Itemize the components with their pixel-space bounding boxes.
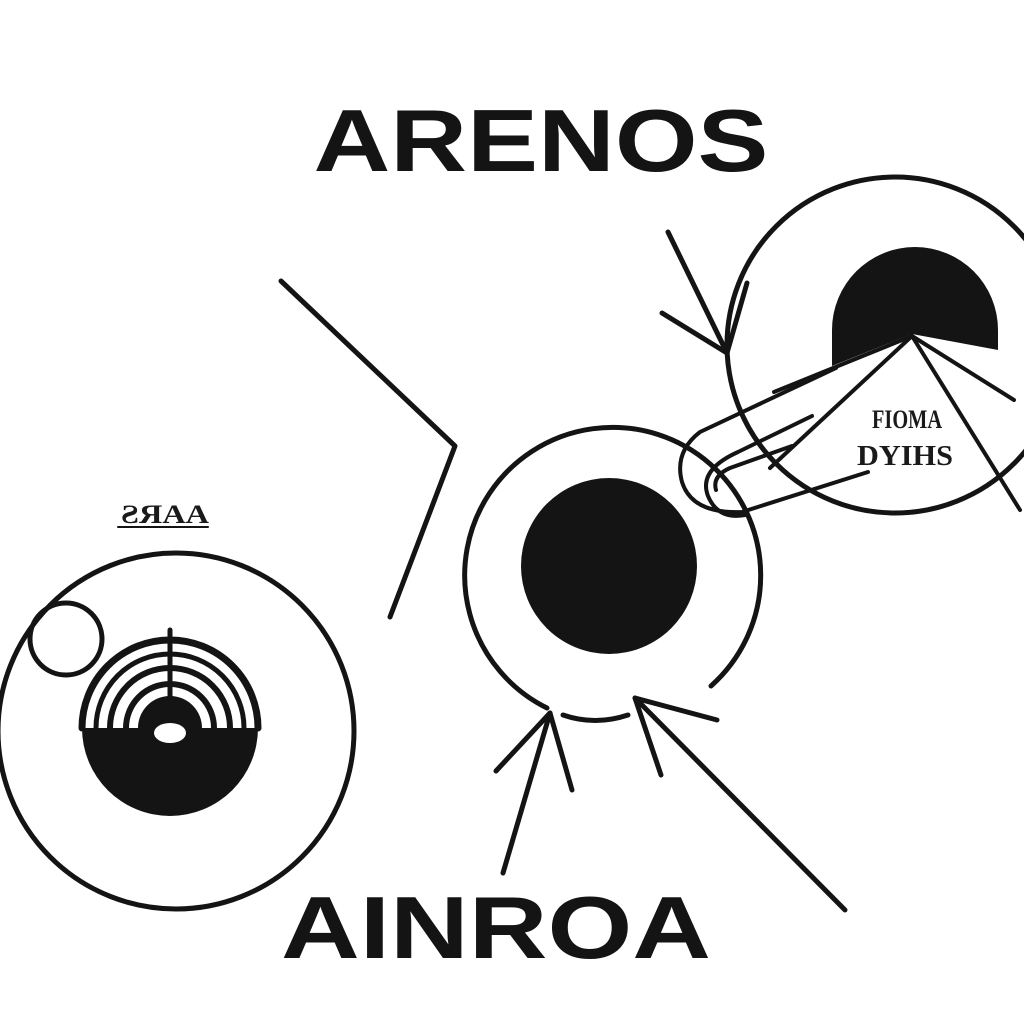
center-dot <box>521 478 697 654</box>
bottom-title: AINROA <box>281 878 711 977</box>
right-disc-label-line1: FIOMA <box>872 405 942 434</box>
arrow-to-center-right <box>632 695 848 913</box>
arrow-to-center-left <box>493 710 575 876</box>
center-disc <box>462 424 764 723</box>
connector-loop <box>678 366 870 518</box>
left-small-ring <box>27 600 105 678</box>
left-record-dark-half <box>82 728 258 816</box>
arrow-to-right-disc <box>659 229 750 356</box>
right-disc-label-line2: DYIHS <box>857 441 953 472</box>
right-record-dark <box>832 247 998 366</box>
zigzag-connector <box>278 278 458 620</box>
top-title: ARENOS <box>314 91 769 190</box>
left-disc-label: ƧЯАА <box>121 500 209 529</box>
left-disc <box>0 550 357 912</box>
right-disc: FIOMA DYIHS <box>724 174 1024 516</box>
